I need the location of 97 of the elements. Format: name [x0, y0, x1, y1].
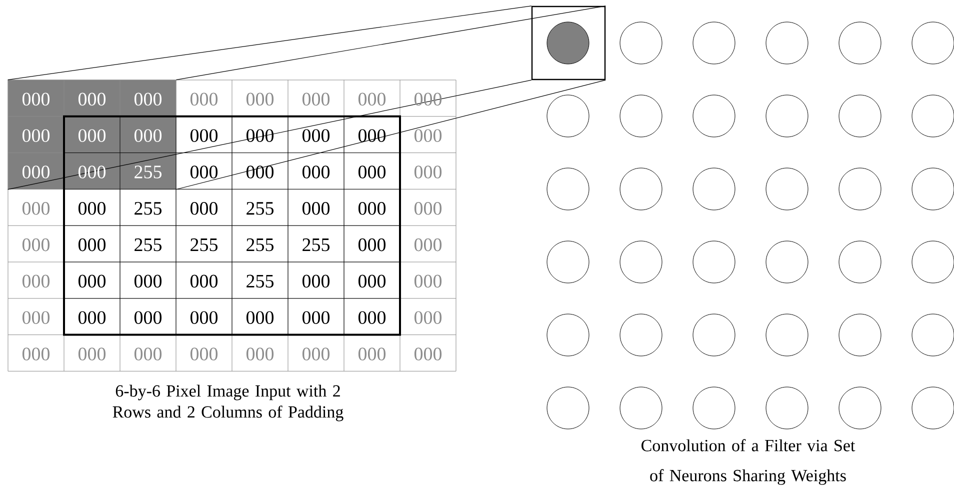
cell-value: 000	[22, 202, 50, 215]
cell-value: 000	[190, 166, 218, 178]
cell-value: 000	[78, 311, 106, 324]
neuron-circle	[838, 314, 882, 356]
filter-window	[8, 80, 176, 190]
neuron-circle	[546, 94, 590, 138]
neuron-circle	[692, 314, 736, 356]
cell-value: 000	[78, 238, 106, 252]
neuron-circle	[766, 94, 808, 138]
caption: Convolution of a Filter via Set of Neurons Sharing Weights	[642, 439, 856, 485]
neuron-circle	[766, 168, 808, 210]
neuron-circle	[838, 94, 882, 138]
neuron-circle	[692, 240, 736, 284]
neuron-circle	[620, 386, 662, 430]
cell-value: 000	[358, 311, 386, 324]
cell-value: 000	[22, 348, 50, 360]
cell-value: 255	[246, 202, 274, 215]
cell-value: 000	[190, 348, 218, 360]
neuron-circle	[838, 386, 882, 430]
cell-value: 000	[134, 274, 162, 288]
cell-value: 000	[358, 129, 386, 142]
window-box	[531, 6, 606, 80]
cell-value: 255	[302, 238, 330, 252]
neuron-circle	[620, 94, 662, 138]
cell-value: 000	[358, 348, 386, 360]
cell-value: 255	[134, 166, 162, 178]
cell-value: 000	[190, 311, 218, 324]
cell-value: 000	[414, 166, 442, 178]
cell-value: 000	[22, 274, 50, 288]
cell-value: 000	[246, 92, 274, 106]
cell-value: 000	[134, 129, 162, 142]
caption: 6-by-6 Pixel Image Input with 2 Rows and 2 Columns of Padding	[112, 384, 344, 422]
cell-value: 255	[246, 238, 274, 252]
cell-value: 000	[358, 202, 386, 215]
neuron-circle	[546, 22, 590, 64]
neuron-circle	[692, 94, 736, 138]
cell-value: 000	[358, 92, 386, 106]
neuron-circle	[766, 22, 808, 64]
cell-value: 000	[414, 202, 442, 215]
cell-value: 000	[190, 274, 218, 288]
cell-value: 000	[414, 311, 442, 324]
cell-value: 000	[22, 129, 50, 142]
neuron-circle	[838, 22, 882, 64]
cell-value: 000	[22, 238, 50, 252]
neuron-circle	[838, 168, 882, 210]
neuron-circle	[546, 240, 590, 284]
cell-value: 000	[302, 129, 330, 142]
cell-value: 000	[414, 238, 442, 252]
neuron-circle	[546, 314, 590, 356]
neuron-circle	[692, 386, 736, 430]
cell-value: 000	[78, 92, 106, 106]
cell-value: 000	[22, 166, 50, 178]
cell-value: 000	[302, 348, 330, 360]
neuron-circle	[692, 22, 736, 64]
cell-value: 000	[246, 311, 274, 324]
neuron-circle	[546, 168, 590, 210]
neuron-circle	[692, 168, 736, 210]
neuron-circle	[620, 22, 662, 64]
neuron-circle	[620, 168, 662, 210]
cell-value: 000	[134, 348, 162, 360]
neuron-circle	[766, 386, 808, 430]
cell-value: 000	[302, 92, 330, 106]
neuron-circle	[546, 386, 590, 430]
neuron-circle	[620, 314, 662, 356]
projection-line	[176, 6, 606, 80]
cell-value: 000	[358, 274, 386, 288]
cell-value: 000	[78, 129, 106, 142]
cell-value: 000	[22, 311, 50, 324]
projection-line	[8, 80, 532, 190]
cell-value: 000	[134, 92, 162, 106]
cell-value: 255	[246, 274, 274, 288]
cell-value: 000	[358, 238, 386, 252]
cell-value: 000	[190, 92, 218, 106]
cell-value: 000	[302, 311, 330, 324]
cell-value: 000	[190, 202, 218, 215]
cell-value: 255	[190, 238, 218, 252]
cell-value: 000	[78, 274, 106, 288]
cell-value: 000	[302, 274, 330, 288]
cell-value: 000	[134, 311, 162, 324]
cell-value: 000	[246, 348, 274, 360]
cell-value: 000	[302, 202, 330, 215]
cell-value: 255	[134, 238, 162, 252]
projection-line	[176, 80, 606, 190]
cell-value: 000	[78, 348, 106, 360]
cell-value: 000	[414, 274, 442, 288]
neuron-circle	[766, 314, 808, 356]
neuron-circle	[620, 240, 662, 284]
cell-value: 000	[302, 166, 330, 178]
cell-value: 000	[246, 166, 274, 178]
cell-value: 000	[414, 129, 442, 142]
cell-value: 000	[190, 129, 218, 142]
projection-line	[8, 6, 532, 80]
neuron-circle	[838, 240, 882, 284]
cell-value: 000	[358, 166, 386, 178]
cell-value: 000	[414, 348, 442, 360]
neuron-circle	[766, 240, 808, 284]
cell-value: 000	[22, 92, 50, 106]
